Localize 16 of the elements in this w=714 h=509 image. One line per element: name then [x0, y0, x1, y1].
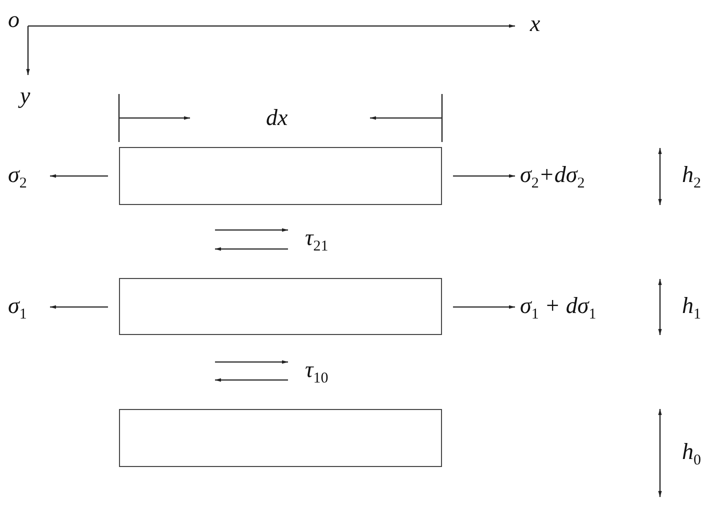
axis-label: x — [530, 12, 540, 35]
origin-label: o — [8, 8, 20, 31]
shear-stress-label: τ$_{21}$ — [305, 226, 328, 255]
stress-label: σ$_{1}$ + dσ$_{1}$ — [520, 294, 596, 323]
layer-box — [119, 278, 442, 335]
shear-stress-label: τ$_{10}$ — [305, 358, 328, 387]
stress-label: σ$_{1}$ — [8, 294, 27, 323]
thickness-label: h$_{1}$ — [682, 294, 701, 323]
stress-label: σ$_{2}$ — [8, 163, 27, 192]
thickness-label: h$_{0}$ — [682, 440, 701, 469]
layer-box — [119, 147, 442, 205]
dimension-label: dx — [266, 106, 288, 129]
axis-label: y — [20, 84, 30, 107]
thickness-label: h$_{2}$ — [682, 163, 701, 192]
stress-label: σ$_{2}$+dσ$_{2}$ — [520, 163, 585, 192]
layer-box — [119, 409, 442, 467]
